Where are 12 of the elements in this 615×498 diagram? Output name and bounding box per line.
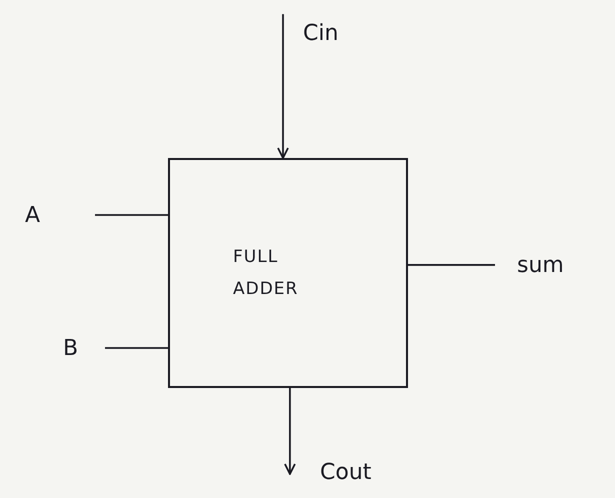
full-adder-block	[168, 158, 408, 388]
input-label: Cin	[303, 20, 338, 46]
output-label: sum	[517, 252, 564, 278]
connector-line	[95, 214, 168, 216]
connector-line	[105, 347, 168, 349]
connector-line	[408, 264, 495, 266]
arrow	[284, 388, 296, 475]
arrow	[277, 14, 289, 159]
output-label: Cout	[320, 460, 372, 484]
input-label: A	[25, 202, 40, 228]
input-label: B	[63, 336, 78, 360]
block-label: FULL ADDER	[233, 246, 300, 301]
